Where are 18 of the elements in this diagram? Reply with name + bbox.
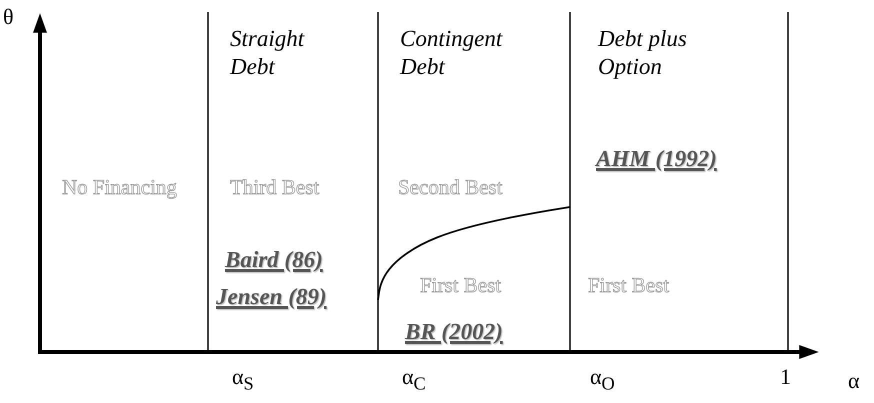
tick-label: α$_{S}$: [232, 364, 254, 396]
tick-label: 1: [780, 364, 791, 390]
citation: Jensen (89): [216, 283, 327, 311]
region-heading: Contingent Debt: [400, 25, 504, 80]
citation: AHM (1992): [596, 145, 717, 173]
axis-label: α: [848, 368, 860, 394]
tick-label: α$_{C}$: [402, 364, 426, 396]
region-label: Third Best: [230, 174, 320, 201]
axis-label: θ: [3, 4, 14, 30]
region-label: No Financing: [62, 174, 178, 201]
region-label: Second Best: [398, 174, 504, 201]
region-label: First Best: [420, 272, 502, 299]
region-heading: Debt plus Option: [598, 25, 688, 80]
citation: Baird (86): [225, 246, 323, 274]
tick-label: α$_{O}$: [590, 364, 615, 396]
citation: BR (2002): [405, 318, 503, 346]
region-heading: Straight Debt: [230, 25, 306, 80]
region-label: First Best: [588, 272, 670, 299]
